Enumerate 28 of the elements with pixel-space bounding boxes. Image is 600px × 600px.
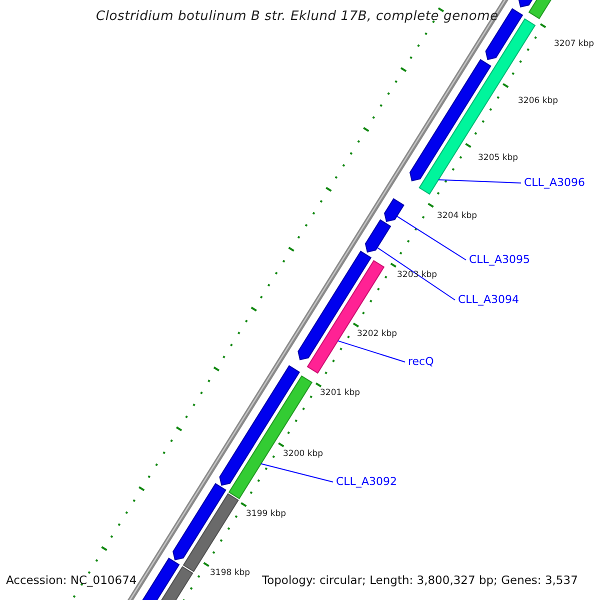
scale-label: 3198 kbp bbox=[210, 568, 250, 578]
scale-label: 3202 kbp bbox=[357, 329, 398, 339]
gene-label: CLL_A3095 bbox=[469, 253, 530, 267]
gene-label: CLL_A3094 bbox=[458, 293, 519, 307]
scale-label: 3199 kbp bbox=[246, 509, 286, 519]
diagram-title: Clostridium botulinum B str. Eklund 17B, complete genome bbox=[96, 9, 498, 24]
scale-label: 3205 kbp bbox=[478, 153, 518, 163]
scale-label: 3203 kbp bbox=[397, 270, 438, 280]
scale-label: 3207 kbp bbox=[554, 39, 594, 49]
leader-line bbox=[376, 247, 456, 300]
gene-block bbox=[364, 219, 392, 253]
accession-text: Accession: NC_010674 bbox=[6, 573, 137, 587]
gene-block bbox=[518, 0, 533, 8]
gene-label: CLL_A3096 bbox=[524, 176, 585, 190]
gene-block bbox=[384, 198, 404, 222]
leader-line bbox=[396, 216, 466, 260]
gene-bar bbox=[528, 0, 552, 20]
genome-info-text: Topology: circular; Length: 3,800,327 bp; Genes: 3,537 bbox=[262, 573, 578, 587]
leader-line bbox=[438, 179, 522, 184]
scale-label: 3201 kbp bbox=[320, 388, 360, 398]
gene-block bbox=[172, 483, 226, 560]
gene-label: recQ bbox=[408, 355, 434, 369]
scale-label: 3206 kbp bbox=[518, 96, 558, 106]
leader-line bbox=[260, 463, 334, 482]
scale-label: 3204 kbp bbox=[437, 211, 478, 221]
scale-label: 3200 kbp bbox=[283, 449, 324, 459]
leader-line bbox=[337, 340, 406, 362]
gene-label: CLL_A3092 bbox=[336, 475, 397, 489]
